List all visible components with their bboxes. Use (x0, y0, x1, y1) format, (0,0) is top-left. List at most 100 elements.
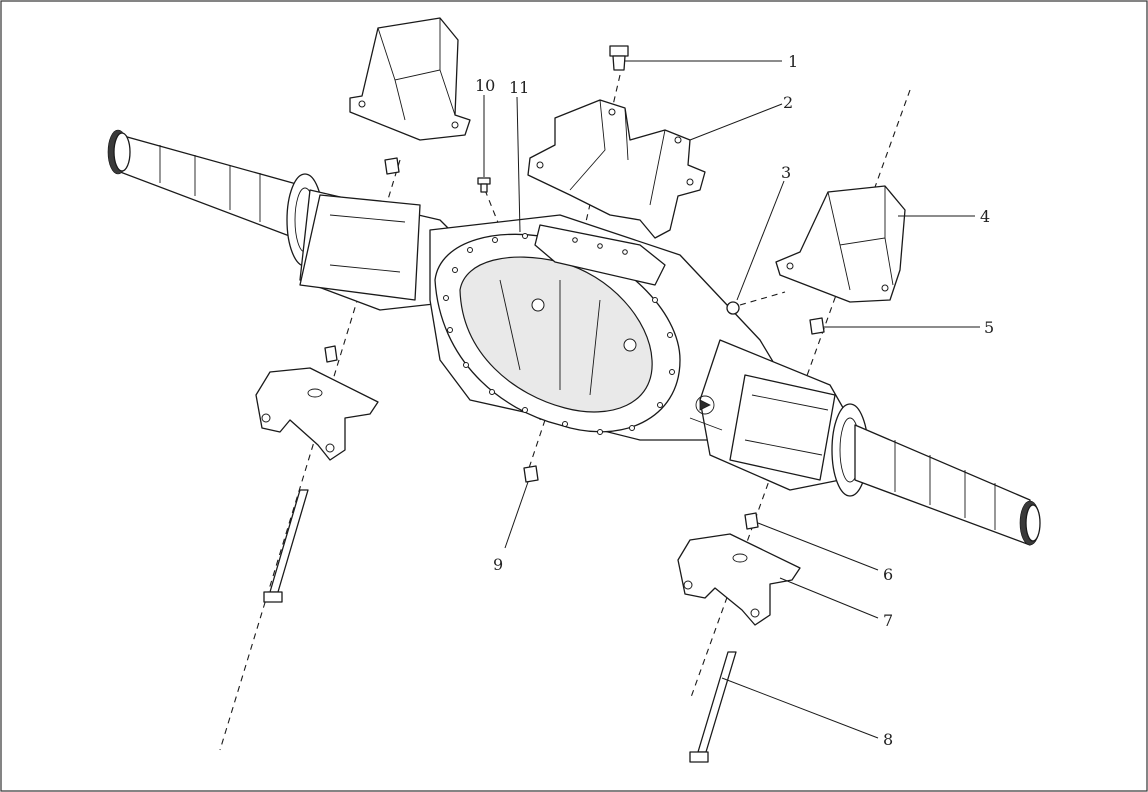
bolt-hole (667, 332, 673, 338)
leader-3 (736, 180, 785, 301)
center-bracket-edges (569, 99, 666, 206)
left-spindle-end (113, 132, 131, 172)
bolt-hole (522, 407, 528, 413)
bolt-hole (489, 389, 495, 395)
right-lower-bushing (744, 512, 759, 530)
bolt-hole (522, 233, 528, 239)
top-mount-pad (534, 224, 666, 286)
right-upper-bracket-edges (827, 186, 894, 291)
center-bracket-body (527, 99, 706, 239)
bolt-hole (652, 297, 658, 303)
plate-center-hole (732, 553, 748, 563)
bolt-hole (452, 267, 458, 273)
callout-1: 1 (788, 52, 798, 71)
banjo-ribs (499, 279, 601, 396)
right-spring-seat (729, 374, 836, 481)
right-upper-bushing (809, 317, 825, 335)
pad-hole (572, 237, 578, 243)
callout-4: 4 (980, 207, 990, 226)
right-lower-plate (677, 533, 801, 626)
logo-ring (695, 395, 715, 415)
banjo-bore-2 (623, 338, 637, 352)
left-spring-seat (299, 194, 421, 301)
bolt-hole (463, 362, 469, 368)
bolt-1 (609, 45, 629, 71)
banjo-opening (459, 256, 653, 413)
right-upper-bracket-body (775, 185, 906, 303)
leader-6 (757, 522, 879, 571)
left-rod-shaft (269, 489, 309, 593)
plate-center-hole (307, 388, 323, 398)
left-lower-plate-body (255, 367, 379, 461)
right-rod-nut (689, 751, 709, 763)
callout-6: 6 (883, 565, 893, 584)
center-bracket (527, 99, 706, 239)
bolt-hole (657, 402, 663, 408)
callout-9: 9 (493, 555, 503, 574)
bolt-hole (492, 237, 498, 243)
bracket-hole (536, 161, 544, 169)
left-spindle-steps (159, 145, 261, 222)
plug-9 (523, 465, 539, 483)
right-spindle (854, 424, 1031, 546)
callout-3: 3 (781, 163, 791, 182)
right-spindle-steps (894, 440, 996, 530)
bracket-hole (686, 178, 694, 186)
right-spindle-end (1025, 504, 1041, 542)
leader-8 (721, 677, 879, 739)
bolt-10-head (477, 177, 491, 185)
callout-7: 7 (883, 611, 893, 630)
left-upper-bushing (384, 157, 400, 175)
callout-2: 2 (783, 93, 793, 112)
right-rod (689, 651, 737, 763)
logo-text-line (689, 417, 723, 431)
leader-7 (779, 577, 879, 619)
bolt-1-shank (612, 55, 626, 71)
leader-11 (516, 96, 521, 233)
banjo-bore-1 (531, 298, 545, 312)
left-upper-bracket-edges (377, 18, 456, 121)
callout-11: 11 (509, 78, 529, 97)
manufacturer-logo-icon (689, 395, 723, 431)
left-rod-nut (263, 591, 283, 603)
bolt-hole (629, 425, 635, 431)
bolt-10 (477, 177, 491, 193)
bolt-hole (597, 429, 603, 435)
plate-hole (325, 443, 335, 453)
right-upper-bracket (775, 185, 906, 303)
bolt-hole (447, 327, 453, 333)
axis-ball-3 (739, 291, 786, 306)
bracket-hole (608, 108, 616, 116)
bolt-hole (467, 247, 473, 253)
callout-8: 8 (883, 730, 893, 749)
bracket-hole (451, 121, 459, 129)
plate-hole (261, 413, 271, 423)
axle-housing (107, 129, 1041, 546)
left-lower-plate (255, 367, 379, 461)
bolt-hole (669, 369, 675, 375)
callout-labels: 1 2 3 4 5 6 7 8 9 10 11 (475, 52, 994, 749)
bracket-hole (786, 262, 794, 270)
logo-mark (699, 399, 711, 411)
left-rod (263, 489, 309, 603)
pad-hole (622, 249, 628, 255)
callout-5: 5 (984, 318, 994, 337)
bolt-hole (443, 295, 449, 301)
left-upper-bracket-body (349, 17, 471, 141)
left-seat-lines (329, 214, 406, 273)
callout-10: 10 (475, 76, 495, 95)
right-lower-plate-body (677, 533, 801, 626)
left-spindle (114, 134, 301, 241)
pad-hole (597, 243, 603, 249)
bolt-hole (562, 421, 568, 427)
leader-lines (483, 60, 980, 739)
leader-2 (689, 103, 783, 141)
bracket-hole (881, 284, 889, 292)
plate-hole (683, 580, 693, 590)
plate-hole (750, 608, 760, 618)
right-rod-shaft (697, 651, 737, 753)
right-seat-lines (744, 394, 829, 456)
